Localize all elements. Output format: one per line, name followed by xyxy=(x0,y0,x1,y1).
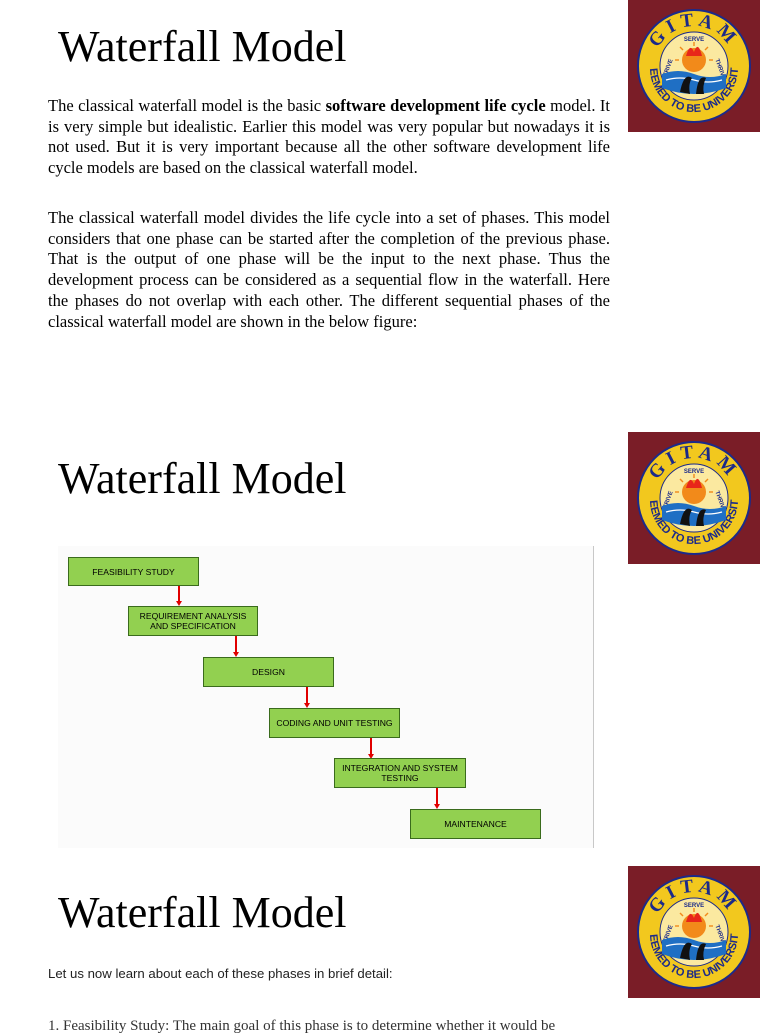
paragraph-intro: The classical waterfall model is the bas… xyxy=(48,96,610,179)
phase-box-integration: INTEGRATION AND SYSTEM TESTING xyxy=(334,758,466,788)
paragraph-text: model. It is very simple but idealistic.… xyxy=(48,96,610,178)
phase-box-maintenance: MAINTENANCE xyxy=(410,809,541,839)
waterfall-diagram: FEASIBILITY STUDY REQUIREMENT ANALYSIS A… xyxy=(58,546,594,848)
gitam-emblem-icon: GITAM DEEMED TO BE UNIVERSITY SERVE STRI… xyxy=(636,440,751,555)
phase-box-design: DESIGN xyxy=(203,657,334,687)
gitam-emblem-icon: GITAM DEEMED TO BE UNIVERSITY SERVE STRI… xyxy=(636,874,751,989)
svg-text:SERVE: SERVE xyxy=(684,469,704,475)
paragraph-phases: The classical waterfall model divides th… xyxy=(48,208,610,331)
slide-2: Waterfall Model GITAM DEEMED TO BE UNIVE… xyxy=(0,432,768,866)
phase-box-feasibility: FEASIBILITY STUDY xyxy=(68,557,199,586)
cutoff-text: 1. Feasibility Study: The main goal of t… xyxy=(48,1018,556,1034)
gitam-emblem-icon: GITAM DEEMED TO BE UNIVERSITY SERVE STRI… xyxy=(636,8,751,123)
slide-title: Waterfall Model xyxy=(58,454,347,503)
intro-text: Let us now learn about each of these pha… xyxy=(48,966,393,981)
gitam-logo: GITAM DEEMED TO BE UNIVERSITY SERVE STRI… xyxy=(628,866,760,998)
bold-term: software development life cycle xyxy=(325,96,546,115)
slide-3: Waterfall Model GITAM DEEMED TO BE UNIVE… xyxy=(0,866,768,1034)
svg-text:SERVE: SERVE xyxy=(684,37,704,43)
paragraph-text: The classical waterfall model is the bas… xyxy=(48,96,326,115)
slide-title: Waterfall Model xyxy=(58,888,347,937)
gitam-logo: GITAM DEEMED TO BE UNIVERSITY SERVE STRI… xyxy=(628,432,760,564)
slide-1: Waterfall Model GITAM DEEMED TO BE UNIVE… xyxy=(0,0,768,432)
slide-title: Waterfall Model xyxy=(58,22,347,71)
gitam-logo: GITAM DEEMED TO BE UNIVERSITY SERVE STRI… xyxy=(628,0,760,132)
svg-text:SERVE: SERVE xyxy=(684,903,704,909)
phase-box-requirements: REQUIREMENT ANALYSIS AND SPECIFICATION xyxy=(128,606,258,636)
phase-box-coding: CODING AND UNIT TESTING xyxy=(269,708,400,738)
